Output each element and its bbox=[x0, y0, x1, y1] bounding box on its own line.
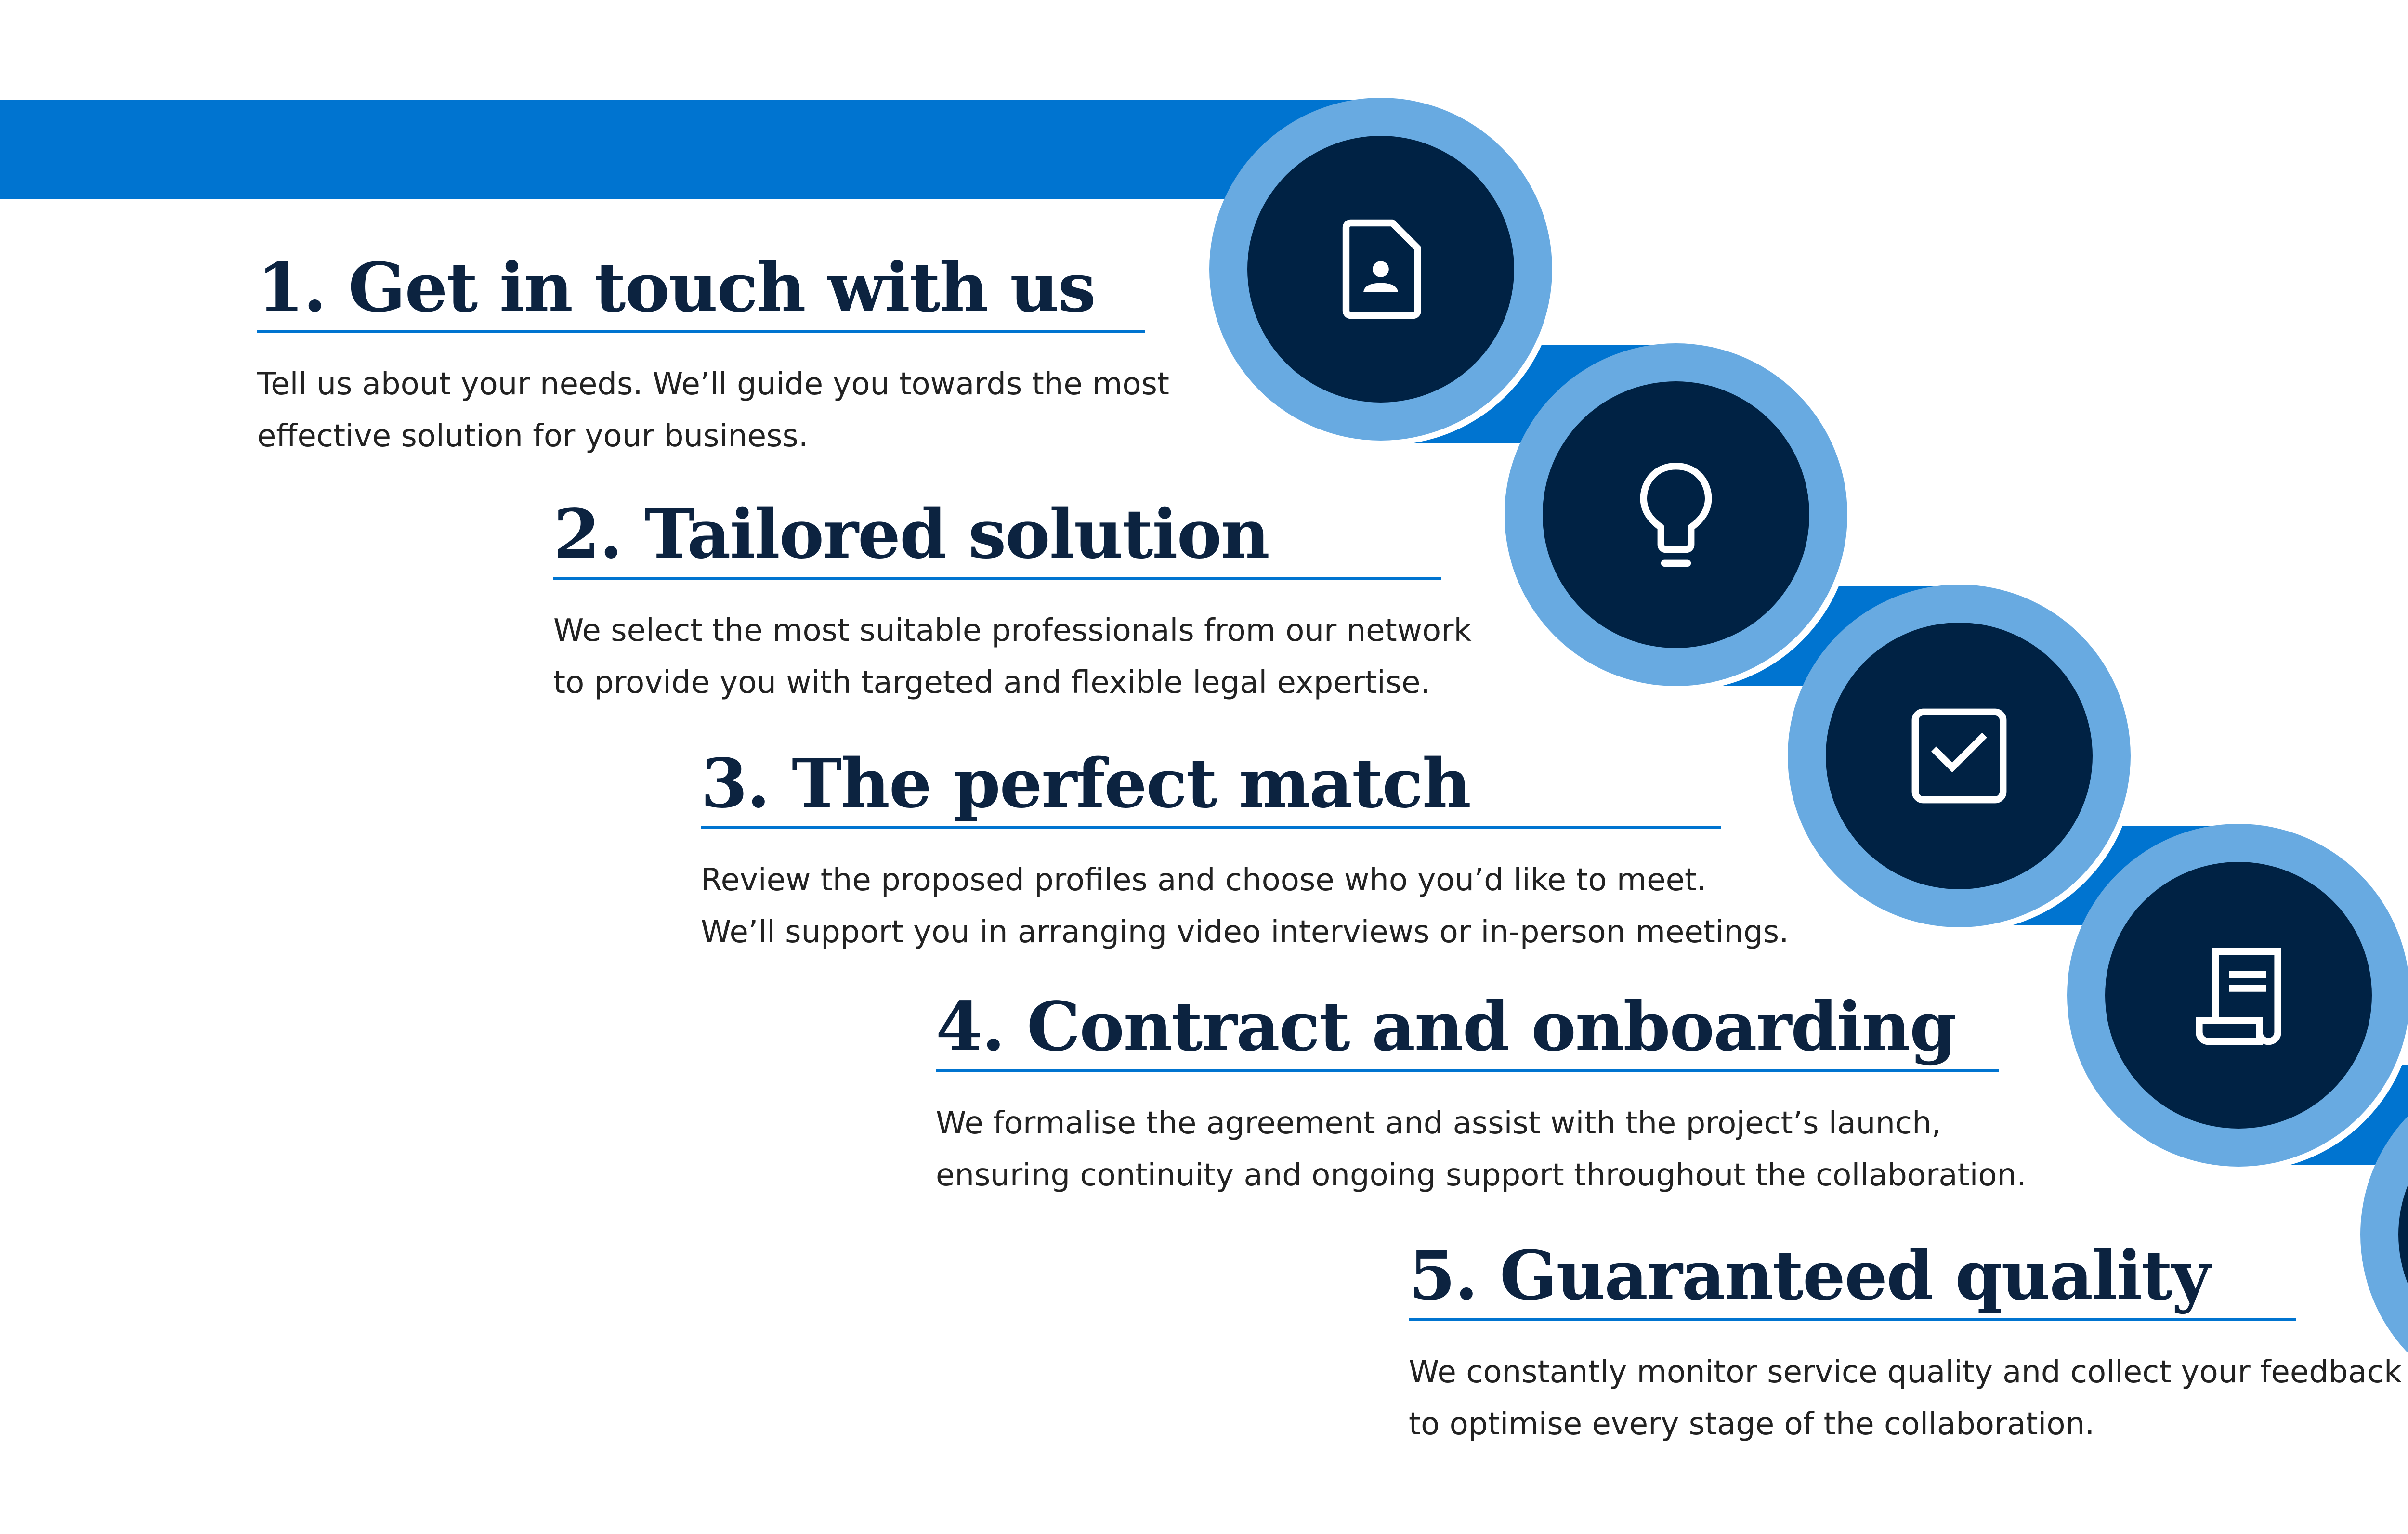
step-3: 3. The perfect match Review the proposed… bbox=[701, 744, 1789, 958]
step-3-badge bbox=[1788, 585, 2135, 932]
step-2: 2. Tailored solution We select the most … bbox=[553, 495, 1472, 709]
step-5: 5. Guaranteed quality We constantly moni… bbox=[1409, 1236, 2402, 1450]
step-2-badge bbox=[1505, 343, 1852, 691]
contract-scroll-icon bbox=[2196, 948, 2281, 1045]
title-underline bbox=[1409, 1318, 2296, 1321]
description-line: We select the most suitable professional… bbox=[553, 613, 1472, 649]
description-line: ensuring continuity and ongoing support … bbox=[936, 1157, 2027, 1193]
step-4-badge bbox=[2067, 824, 2408, 1171]
description-line: We formalise the agreement and assist wi… bbox=[936, 1105, 1941, 1141]
step-description: We formalise the agreement and assist wi… bbox=[936, 1097, 2027, 1201]
top-left-bar bbox=[0, 100, 1382, 199]
description-line: We’ll support you in arranging video int… bbox=[701, 914, 1789, 950]
lightbulb-icon bbox=[1640, 463, 1712, 567]
step-title: 2. Tailored solution bbox=[553, 495, 1270, 574]
step-description: Tell us about your needs. We’ll guide yo… bbox=[257, 358, 1169, 462]
step-title: 5. Guaranteed quality bbox=[1409, 1236, 2211, 1315]
step-1: 1. Get in touch with us Tell us about yo… bbox=[257, 248, 1169, 462]
title-underline bbox=[553, 577, 1441, 580]
step-5-badge bbox=[2360, 1063, 2408, 1411]
badge-core bbox=[1826, 623, 2093, 889]
step-description: Review the proposed profiles and choose … bbox=[701, 854, 1789, 958]
step-4: 4. Contract and onboarding We formalise … bbox=[936, 988, 2027, 1201]
badge-core bbox=[2105, 862, 2372, 1129]
checkbox-icon bbox=[1911, 708, 2007, 804]
description-line: We constantly monitor service quality an… bbox=[1409, 1354, 2402, 1390]
contact-file-icon bbox=[1342, 219, 1421, 319]
description-line: Review the proposed profiles and choose … bbox=[701, 862, 1707, 898]
description-line: to provide you with targeted and flexibl… bbox=[553, 665, 1430, 701]
title-underline bbox=[257, 330, 1145, 333]
title-underline bbox=[936, 1069, 1999, 1072]
title-underline bbox=[701, 826, 1721, 829]
step-title: 1. Get in touch with us bbox=[257, 248, 1096, 327]
description-line: to optimise every stage of the collabora… bbox=[1409, 1406, 2095, 1442]
description-line: effective solution for your business. bbox=[257, 418, 809, 454]
step-title: 4. Contract and onboarding bbox=[936, 988, 1957, 1066]
step-1-badge bbox=[1209, 98, 1557, 445]
step-description: We select the most suitable professional… bbox=[553, 605, 1472, 709]
step-title: 3. The perfect match bbox=[701, 744, 1471, 823]
badge-core bbox=[1543, 381, 1809, 648]
step-description: We constantly monitor service quality an… bbox=[1409, 1346, 2402, 1450]
badge-core bbox=[1247, 136, 1514, 403]
description-line: Tell us about your needs. We’ll guide yo… bbox=[257, 366, 1169, 402]
